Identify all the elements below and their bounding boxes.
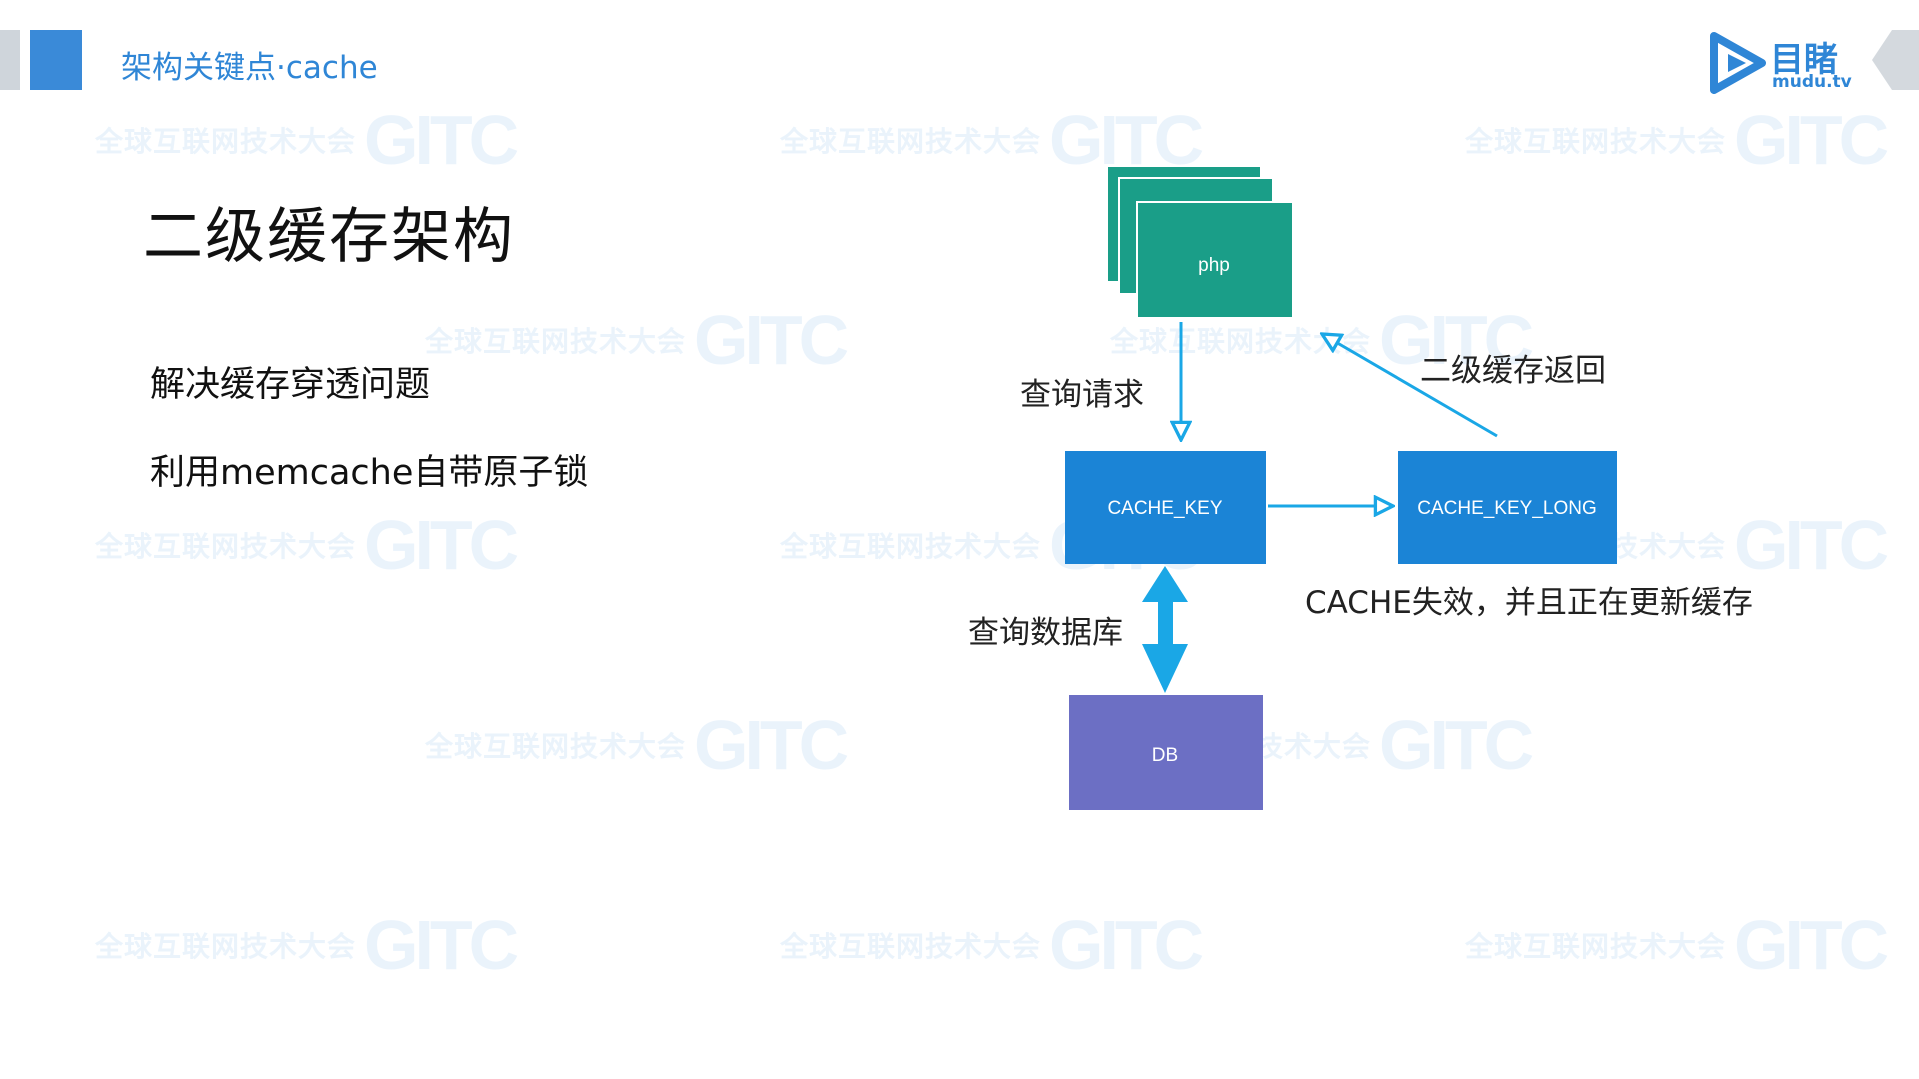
bullet-item: 利用memcache自带原子锁 [150, 453, 589, 493]
brand-name: 目睹 [1770, 40, 1838, 80]
brand-url: mudu.tv [1772, 72, 1852, 92]
second-level-return-label: 二级缓存返回 [1420, 353, 1606, 389]
db-label: DB [1152, 745, 1178, 766]
query-database-label: 查询数据库 [968, 615, 1123, 651]
php-node: php [1106, 165, 1294, 319]
header-blue-block [30, 30, 82, 90]
cache-key-long-node: CACHE_KEY_LONG [1398, 451, 1617, 564]
db-node: DB [1069, 695, 1263, 810]
cache-key-long-label: CACHE_KEY_LONG [1417, 498, 1597, 519]
second-level-return-arrow [1322, 334, 1498, 438]
bullet-item: 解决缓存穿透问题 [150, 365, 431, 405]
header-grey-bar [0, 30, 20, 90]
brand-logo: 目睹 mudu.tv [1708, 32, 1868, 94]
play-icon [1710, 32, 1766, 94]
slide-title: 二级缓存架构 [143, 202, 515, 272]
query-request-label: 查询请求 [1020, 377, 1144, 413]
section-title: 架构关键点·cache [121, 50, 378, 86]
header-right-tab [1872, 30, 1919, 90]
cache-key-node: CACHE_KEY [1065, 451, 1266, 564]
query-database-double-arrow [1142, 566, 1188, 693]
cache-key-label: CACHE_KEY [1107, 498, 1222, 519]
cache-invalid-label: CACHE失效，并且正在更新缓存 [1305, 585, 1753, 621]
php-label: php [1198, 255, 1230, 276]
